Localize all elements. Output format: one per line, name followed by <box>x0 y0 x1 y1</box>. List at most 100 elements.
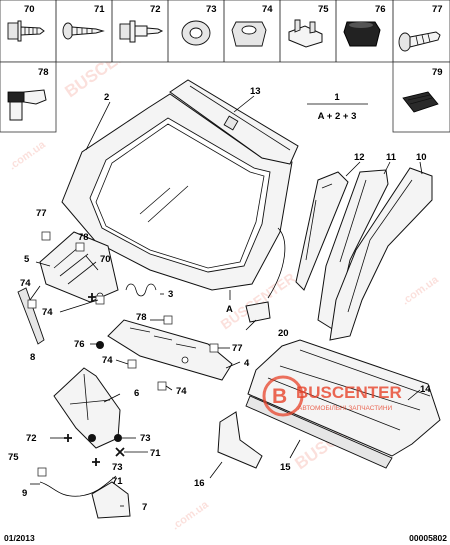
callout-10: 10 <box>416 152 427 163</box>
callout-13: 13 <box>250 86 261 97</box>
part-number-70: 70 <box>24 4 35 15</box>
callout-3: 3 <box>168 289 173 300</box>
pad-20 <box>245 301 271 323</box>
part-number-76: 76 <box>375 4 386 15</box>
spring-3 <box>125 283 157 297</box>
strip-a <box>267 227 286 299</box>
plug-73a <box>88 434 96 442</box>
grommet-74d <box>157 381 167 391</box>
callout-4: 4 <box>244 358 250 369</box>
part-number-77: 77 <box>432 4 443 15</box>
footer-date: 01/2013 <box>4 533 35 543</box>
callout-75: 75 <box>8 452 19 463</box>
callout-16: 16 <box>194 478 205 489</box>
callout-12: 12 <box>354 152 365 163</box>
grommet-74a <box>27 299 37 309</box>
callout-71a: 71 <box>150 448 161 459</box>
watermark-domain-2: .com.ua <box>400 273 442 307</box>
buscenter-logo: B BUSCENTER АВТОМОБІЛЬНІ ЗАПЧАСТИНИ <box>262 375 402 417</box>
stud-screw-icon <box>119 20 164 43</box>
bracket-16 <box>217 411 263 469</box>
grommet-74c <box>127 359 137 369</box>
callout-71b: 71 <box>112 476 123 487</box>
fastener-header: 70 71 72 73 74 75 76 77 <box>0 0 450 63</box>
outer-pillar-10 <box>329 167 433 341</box>
screw-72 <box>64 434 72 442</box>
rivet-77b <box>209 343 219 353</box>
wood-screw-icon <box>62 22 105 40</box>
part-number-74: 74 <box>262 4 273 15</box>
kit-formula: 1 A + 2 + 3 <box>307 92 368 122</box>
callout-6: 6 <box>134 388 139 399</box>
right-cowl-4 <box>107 319 233 381</box>
hose-9 <box>39 475 117 497</box>
callout-70: 70 <box>100 254 111 265</box>
callout-76: 76 <box>74 339 85 350</box>
windscreen-seal-2 <box>61 93 293 291</box>
callout-8: 8 <box>30 352 35 363</box>
callout-74a: 74 <box>20 278 31 289</box>
screw-70 <box>88 293 96 301</box>
formula-top: 1 <box>334 92 340 103</box>
callout-14: 14 <box>420 384 431 395</box>
part-number-71: 71 <box>94 4 105 15</box>
callout-72: 72 <box>26 433 37 444</box>
logo-ring <box>262 375 304 417</box>
callout-a: A <box>226 304 233 315</box>
part-box-78: 78 <box>0 61 57 133</box>
pillar-trim-12 <box>295 171 349 291</box>
grommet-74b <box>95 295 105 305</box>
callout-78a: 78 <box>78 232 89 243</box>
callout-77a: 77 <box>36 208 47 219</box>
callout-7: 7 <box>142 502 147 513</box>
callout-numbers: 2 13 12 11 10 77 78 70 5 74 74 8 3 76 78… <box>8 86 431 513</box>
footer-code: 00005802 <box>409 533 447 543</box>
flange-screw-icon <box>7 20 45 42</box>
bracket-6 <box>53 367 121 449</box>
watermark-domain-1: .com.ua <box>7 138 49 172</box>
plug-76 <box>96 341 104 349</box>
push-rivet-icon <box>398 31 441 52</box>
rivet-77a <box>41 231 51 241</box>
clip-78b <box>163 315 173 325</box>
screw-71b <box>115 447 125 457</box>
plug-73b <box>114 434 122 442</box>
formula-bottom: A + 2 + 3 <box>318 111 357 122</box>
callout-77b: 77 <box>232 343 243 354</box>
callout-73a: 73 <box>140 433 151 444</box>
callout-74b: 74 <box>42 307 53 318</box>
upper-seal-13 <box>169 79 299 165</box>
clip-78a <box>75 242 85 252</box>
logo-brand: BUSCENTER <box>296 383 402 402</box>
part-number-78: 78 <box>38 67 49 78</box>
fasteners-in-drawing <box>27 231 219 477</box>
callout-74c: 74 <box>102 355 113 366</box>
seal-strip-8 <box>17 287 45 345</box>
logo-b: B <box>272 385 287 408</box>
clip-75 <box>37 467 47 477</box>
leader-lines <box>29 95 423 507</box>
rubber-plug-icon <box>343 21 381 47</box>
fastener-clip-icon <box>402 91 439 113</box>
part-number-75: 75 <box>318 4 329 15</box>
callout-2: 2 <box>104 92 109 103</box>
watermark-domain-3: .com.ua <box>170 498 212 532</box>
callout-5: 5 <box>24 254 30 265</box>
bracket-7 <box>91 481 131 519</box>
retaining-clip-icon <box>7 89 47 121</box>
callout-74d: 74 <box>176 386 187 397</box>
washer-icon <box>181 20 211 46</box>
grommet-icon <box>231 21 267 47</box>
callout-15: 15 <box>280 462 291 473</box>
callout-11: 11 <box>386 152 397 163</box>
part-number-72: 72 <box>150 4 161 15</box>
callout-73b: 73 <box>112 462 123 473</box>
clip-icon <box>288 19 323 48</box>
callout-20: 20 <box>278 328 289 339</box>
part-number-79: 79 <box>432 67 443 78</box>
part-box-79: 79 <box>392 61 450 133</box>
callout-78b: 78 <box>136 312 147 323</box>
part-number-73: 73 <box>206 4 217 15</box>
